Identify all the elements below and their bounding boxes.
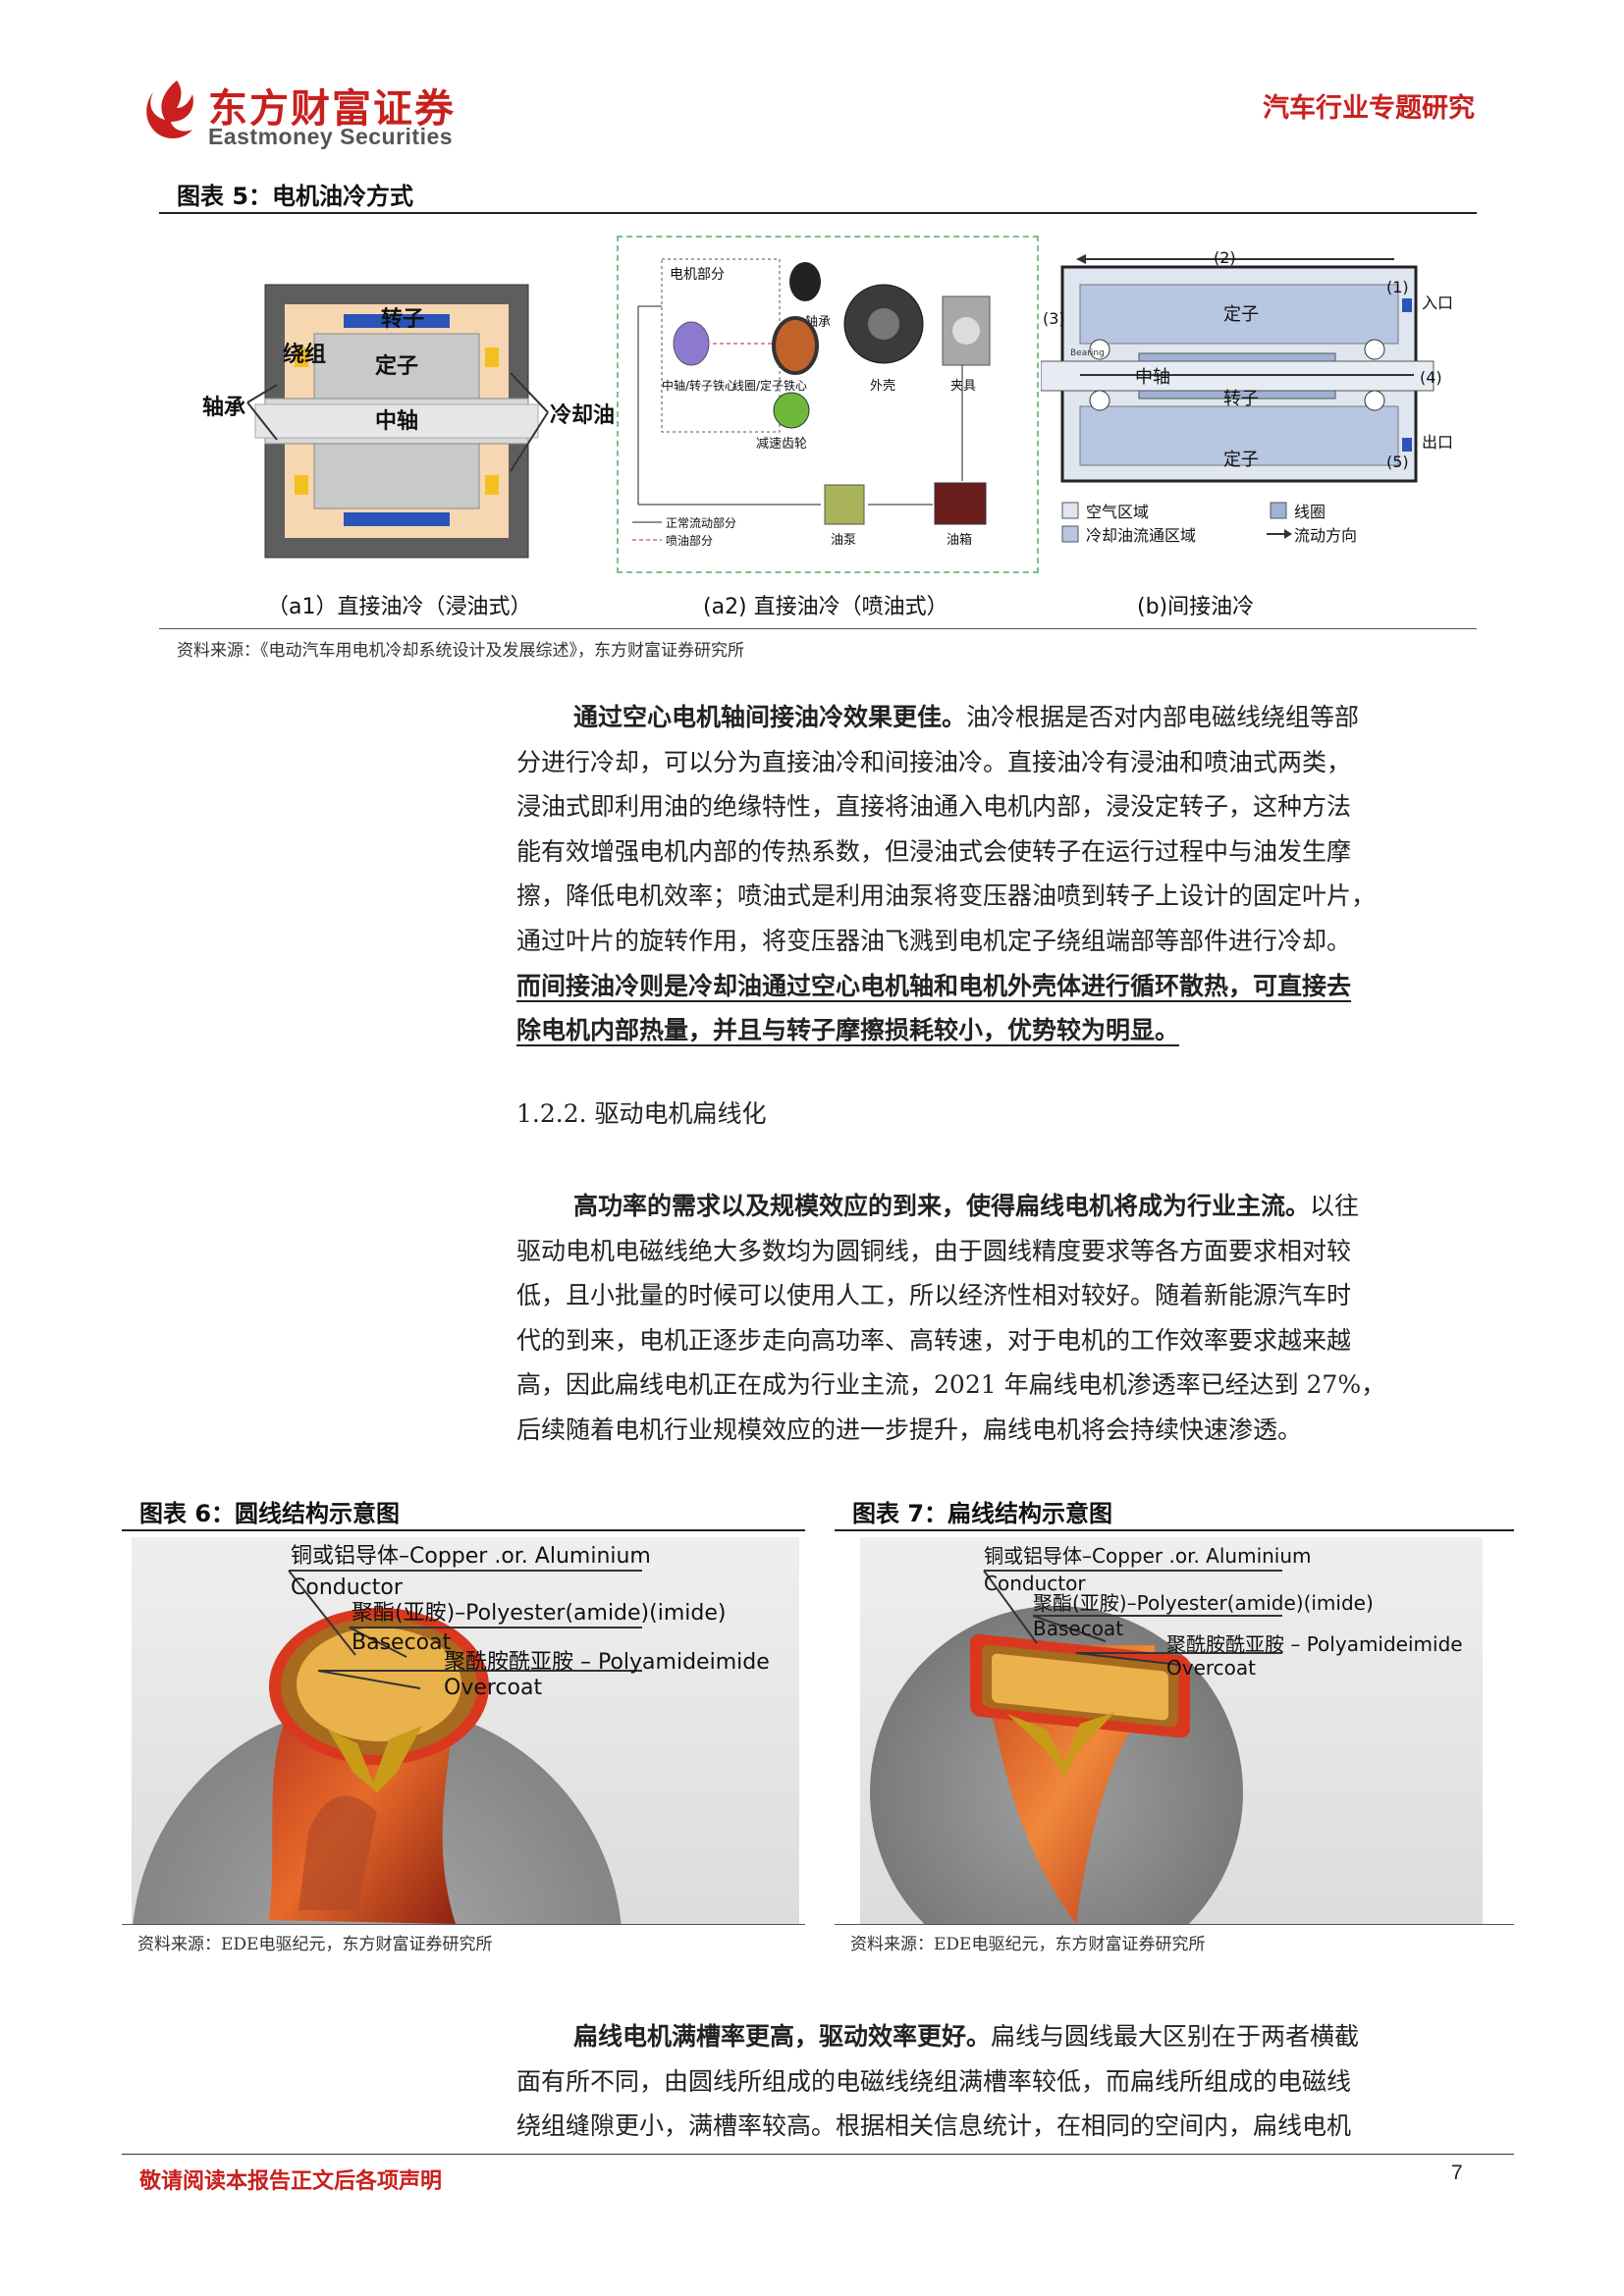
b-bearing: Bearing: [1070, 348, 1105, 358]
b-legend-oil: 冷却油流通区域: [1086, 526, 1196, 545]
a1-shaft-label: 中轴: [375, 408, 418, 434]
fig7-label: 聚酯(亚胺)–Polyester(amide)(imide): [1033, 1591, 1374, 1615]
fig6-label: 聚酰胺酰亚胺 – Polyamideimide: [444, 1650, 770, 1675]
a2-legend-spray: 喷油部分: [666, 533, 713, 548]
para1-line: 通过叶片的旋转作用，将变压器油飞溅到电机定子绕组端部等部件进行冷却。: [516, 926, 1352, 955]
figure5-top-rule: [159, 212, 1477, 214]
figure5-caption-b: (b)间接油冷: [1137, 595, 1255, 619]
figure5-panel-a2: 电机部分 轴承 线圈/定子铁心 中轴/转子铁心 减速齿轮 外壳 夹具 油箱 油泵…: [617, 236, 1039, 573]
paragraph-flat-wire: 高功率的需求以及规模效应的到来，使得扁线电机将成为行业主流。以往 驱动电机电磁线…: [516, 1184, 1489, 1453]
footer-disclaimer[interactable]: 敬请阅读本报告正文后各项声明: [139, 2169, 443, 2194]
b-rotor: 转子: [1223, 389, 1259, 409]
brand-name-cn: 东方财富证券: [208, 86, 456, 132]
para2-line: 高，因此扁线电机正在成为行业主流，2021 年扁线电机渗透率已经达到 27%，: [516, 1370, 1386, 1400]
figure6-image: 铜或铝导体–Copper .or. Aluminium Conductor 聚酯…: [132, 1537, 799, 1924]
fig7-label: Conductor: [984, 1572, 1086, 1595]
brand-name-en: Eastmoney Securities: [208, 124, 454, 149]
figure6-title: 图表 6：圆线结构示意图: [139, 1500, 401, 1527]
figure7-source: 资料来源：EDE电驱纪元，东方财富证券研究所: [850, 1935, 1206, 1954]
paragraph-slot-fill: 扁线电机满槽率更高，驱动效率更好。扁线与圆线最大区别在于两者横截 面有所不同，由…: [516, 2014, 1489, 2149]
fig6-label: 铜或铝导体–Copper .or. Aluminium: [291, 1544, 651, 1569]
b-n4: (4): [1420, 368, 1442, 387]
a2-motor-part-label: 电机部分: [670, 267, 725, 283]
a2-legend-normal: 正常流动部分: [666, 515, 736, 530]
fig7-label: Basecoat: [1033, 1617, 1123, 1640]
b-inlet: 入口: [1422, 294, 1453, 312]
figure5-bottom-rule: [159, 628, 1477, 629]
section-heading: 1.2.2. 驱动电机扁线化: [516, 1099, 767, 1128]
figure5-title: 图表 5：电机油冷方式: [177, 183, 414, 210]
figure7-image: 铜或铝导体–Copper .or. Aluminium Conductor 聚酯…: [860, 1537, 1483, 1924]
a2-clamp-label: 夹具: [950, 379, 976, 394]
paragraph-oil-cooling: 通过空心电机轴间接油冷效果更佳。油冷根据是否对内部电磁线绕组等部 分进行冷却，可…: [516, 695, 1489, 1053]
a2-pump-label: 油泵: [831, 533, 856, 548]
b-stator-top: 定子: [1223, 304, 1259, 325]
para1-line: 油冷根据是否对内部电磁线绕组等部: [966, 703, 1360, 731]
fig7-label: 聚酰胺酰亚胺 – Polyamideimide: [1166, 1632, 1463, 1656]
a2-housing-label: 外壳: [870, 379, 895, 394]
fig6-label: Basecoat: [352, 1630, 452, 1655]
para2-line: 低，且小批量的时候可以使用人工，所以经济性相对较好。随着新能源汽车时: [516, 1281, 1352, 1310]
b-n3: (3): [1043, 309, 1065, 328]
fig7-label: 铜或铝导体–Copper .or. Aluminium: [984, 1544, 1312, 1568]
para1-underlined: 除电机内部热量，并且与转子摩擦损耗较小，优势较为明显。: [516, 1016, 1180, 1045]
a1-rotor-label: 转子: [381, 306, 424, 332]
brand-logo: [143, 77, 204, 145]
figure6-top-rule: [122, 1529, 805, 1531]
para2-line: 以往: [1310, 1192, 1360, 1220]
para1-line: 擦，降低电机效率；喷油式是利用油泵将变压器油喷到转子上设计的固定叶片，: [516, 881, 1377, 911]
fig6-label: Conductor: [291, 1575, 404, 1600]
b-stator-bottom: 定子: [1223, 450, 1259, 470]
para2-line: 驱动电机电磁线绝大多数均为圆铜线，由于圆线精度要求等各方面要求相对较: [516, 1236, 1352, 1265]
para1-line: 分进行冷却，可以分为直接油冷和间接油冷。直接油冷有浸油和喷油式两类，: [516, 747, 1352, 776]
para3-line: 扁线与圆线最大区别在于两者横截: [991, 2022, 1360, 2051]
b-legend-flow: 流动方向: [1294, 526, 1357, 545]
fig6-label: Overcoat: [444, 1676, 542, 1700]
page-number: 7: [1451, 2162, 1463, 2184]
footer-rule: [122, 2154, 1514, 2155]
figure5-caption-a1: （a1）直接油冷（浸油式）: [267, 595, 532, 619]
figure5-panel-b: (2) (1) 入口 (3) 定子 Bearing 中轴 转子 (4) 出口 定…: [1040, 245, 1473, 569]
para3-lead: 扁线电机满槽率更高，驱动效率更好。: [573, 2022, 992, 2051]
figure7-top-rule: [835, 1529, 1514, 1531]
para1-underlined: 而间接油冷则是冷却油通过空心电机轴和电机外壳体进行循环散热，可直接去: [516, 971, 1352, 1000]
fig7-label: Overcoat: [1166, 1656, 1256, 1680]
a2-tank-label: 油箱: [947, 532, 972, 548]
b-legend-coil: 线圈: [1294, 503, 1326, 521]
report-type: 汽车行业专题研究: [1263, 93, 1475, 124]
para1-lead: 通过空心电机轴间接油冷效果更佳。: [573, 703, 967, 731]
b-legend-air: 空气区域: [1086, 503, 1149, 521]
a1-winding-label: 绕组: [283, 342, 326, 367]
para2-lead: 高功率的需求以及规模效应的到来，使得扁线电机将成为行业主流。: [573, 1192, 1311, 1220]
brand-flame-icon: [146, 80, 193, 138]
b-n2: (2): [1214, 248, 1236, 267]
figure6-bottom-rule: [122, 1924, 805, 1925]
para1-line: 浸油式即利用油的绝缘特性，直接将油通入电机内部，浸没定转子，这种方法: [516, 792, 1352, 822]
figure7-bottom-rule: [835, 1924, 1514, 1925]
para3-line: 面有所不同，由圆线所组成的电磁线绕组满槽率较低，而扁线所组成的电磁线: [516, 2066, 1352, 2096]
para3-line: 绕组缝隙更小，满槽率较高。根据相关信息统计，在相同的空间内，扁线电机: [516, 2111, 1352, 2141]
b-outlet: 出口: [1422, 433, 1453, 452]
fig6-label: 聚酯(亚胺)–Polyester(amide)(imide): [352, 1601, 726, 1626]
para2-line: 后续随着电机行业规模效应的进一步提升，扁线电机将会持续快速渗透。: [516, 1415, 1303, 1444]
a2-coil-stator-label: 线圈/定子铁心: [732, 378, 807, 393]
para2-line: 代的到来，电机正逐步走向高功率、高转速，对于电机的工作效率要求越来越: [516, 1325, 1352, 1355]
a1-coolant-label: 冷却油: [550, 402, 615, 428]
b-n5: (5): [1386, 453, 1409, 471]
figure5-source: 资料来源：《电动汽车用电机冷却系统设计及发展综述》，东方财富证券研究所: [177, 641, 744, 661]
figure7-title: 图表 7：扁线结构示意图: [852, 1500, 1113, 1527]
a2-shaft-rotor-label: 中轴/转子铁心: [662, 378, 736, 393]
para1-line: 能有效增强电机内部的传热系数，但浸油式会使转子在运行过程中与油发生摩: [516, 836, 1352, 866]
a1-stator-label: 定子: [375, 353, 418, 379]
figure6-source: 资料来源：EDE电驱纪元，东方财富证券研究所: [137, 1935, 493, 1954]
figure5-panel-a1: 转子 绕组 定子 轴承 中轴 冷却油: [167, 236, 628, 579]
a1-bearing-label: 轴承: [202, 395, 245, 420]
b-shaft: 中轴: [1135, 367, 1170, 388]
figure5-caption-a2: (a2) 直接油冷（喷油式）: [703, 595, 948, 619]
b-n1: (1): [1386, 278, 1409, 296]
a2-gear-label: 减速齿轮: [756, 437, 807, 452]
